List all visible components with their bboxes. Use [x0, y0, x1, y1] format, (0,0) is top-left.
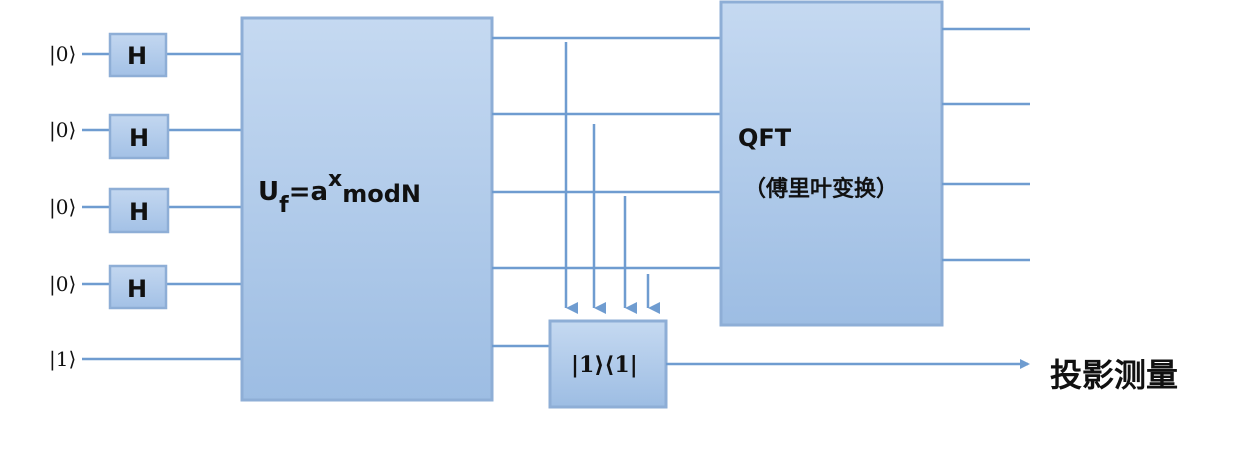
uf-oracle-box: Uf=axmodN: [240, 16, 494, 402]
h-gate-label: H: [127, 275, 147, 303]
ket-q2: |0⟩: [49, 118, 76, 143]
ket-q4: |0⟩: [49, 272, 76, 297]
h-gate-label: H: [129, 124, 149, 152]
measurement-label: 投影测量: [1050, 356, 1178, 394]
uf-label: Uf=axmodN: [258, 167, 421, 218]
hadamard-gates: H H H H: [108, 32, 170, 310]
h-gate-label: H: [127, 42, 147, 70]
h-gate-label: H: [129, 198, 149, 226]
projector-label: |1⟩⟨1|: [571, 352, 638, 378]
input-kets: |0⟩ |0⟩ |0⟩ |0⟩ |1⟩: [49, 42, 76, 372]
tap-arrows: [564, 42, 660, 314]
qft-box: QFT （傅里叶变换）: [719, 0, 944, 327]
input-wires: [82, 52, 242, 361]
ket-ancilla: |1⟩: [49, 347, 76, 372]
ket-q3: |0⟩: [49, 195, 76, 220]
qft-subtitle: （傅里叶变换）: [744, 176, 898, 202]
middle-wires: [492, 36, 722, 348]
h-gate-q4: H: [108, 264, 168, 310]
qft-label: QFT: [738, 124, 792, 152]
h-gate-q1: H: [108, 32, 168, 78]
projector-box: |1⟩⟨1|: [548, 319, 668, 409]
ket-q1: |0⟩: [49, 42, 76, 67]
h-gate-q2: H: [108, 113, 170, 160]
h-gate-q3: H: [108, 187, 170, 234]
output-wires: [942, 27, 1030, 262]
